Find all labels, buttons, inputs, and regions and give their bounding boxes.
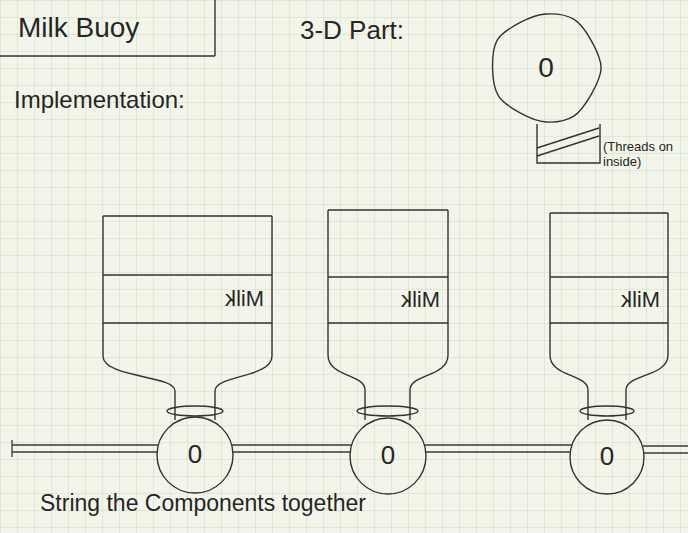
note-label-holder: (Threads on inside) (603, 140, 685, 170)
threaded-neck (537, 124, 600, 163)
outline-strokes (103, 216, 272, 420)
hole-mark: 0 (538, 52, 554, 84)
caption: String the Components together (40, 490, 366, 516)
bottle-outline (103, 216, 272, 420)
neck-outline (537, 124, 600, 163)
buoy-bulb: 0 (157, 417, 233, 493)
bottle-label: Milk (621, 287, 660, 312)
outline-strokes (328, 210, 448, 420)
center-holder: 0 (570, 420, 644, 494)
center-holder: 0 (350, 418, 426, 494)
outline-strokes (157, 417, 233, 493)
string-left (12, 440, 158, 457)
bottle-outline (550, 213, 668, 420)
bottle-label: Milk (401, 287, 440, 312)
outline-strokes (493, 14, 602, 122)
bulb-outline (350, 418, 426, 494)
label-band (550, 277, 668, 323)
bottle-outline (328, 210, 448, 420)
printed-part: 0 (490, 10, 602, 126)
milk-bottle: Milk (550, 213, 668, 420)
string-line (424, 445, 572, 452)
hole-mark: 0 (600, 442, 614, 472)
outline-strokes (350, 418, 426, 494)
string-right (643, 446, 688, 453)
node-outline (328, 210, 448, 420)
buoy-bulb: 0 (570, 420, 644, 494)
string-line (232, 445, 352, 452)
buoy-bulb: 0 (350, 418, 426, 494)
milk-bottle: Milk (103, 216, 272, 420)
hole-mark: 0 (188, 440, 202, 470)
thread-line (537, 128, 599, 148)
center-holder: 0 (157, 417, 233, 493)
bulb-outline (570, 420, 644, 494)
band-holder: Milk (103, 275, 264, 323)
caption-holder: String the Components together (40, 490, 366, 516)
sheet-title-holder: Milk Buoy (18, 12, 139, 44)
part-outline (493, 14, 602, 122)
thread-line (537, 136, 599, 156)
bottle-label: Milk (225, 286, 264, 311)
milk-bottle: Milk (328, 210, 448, 420)
note-label-holder: Implementation: (14, 86, 185, 114)
node-outline (103, 216, 272, 420)
hole-mark: 0 (381, 441, 395, 471)
bulb-outline (157, 417, 233, 493)
band-holder: Milk (328, 277, 440, 323)
note-label: Implementation: (14, 86, 185, 114)
label-band (328, 277, 448, 323)
neck-ring (167, 406, 223, 416)
title-box (0, 0, 215, 56)
note-label: 3-D Part: (300, 16, 404, 46)
sheet-title: Milk Buoy (18, 12, 139, 44)
note-label: (Threads on inside) (603, 140, 685, 170)
neck-ring (357, 406, 418, 416)
band-holder: Milk (550, 277, 660, 323)
outline-strokes (570, 420, 644, 494)
center-holder: 0 (490, 10, 602, 126)
note-label-holder: 3-D Part: (300, 16, 404, 46)
node-outline (550, 213, 668, 420)
outline-strokes (550, 213, 668, 420)
label-band (103, 275, 272, 323)
neck-ring (580, 406, 634, 416)
